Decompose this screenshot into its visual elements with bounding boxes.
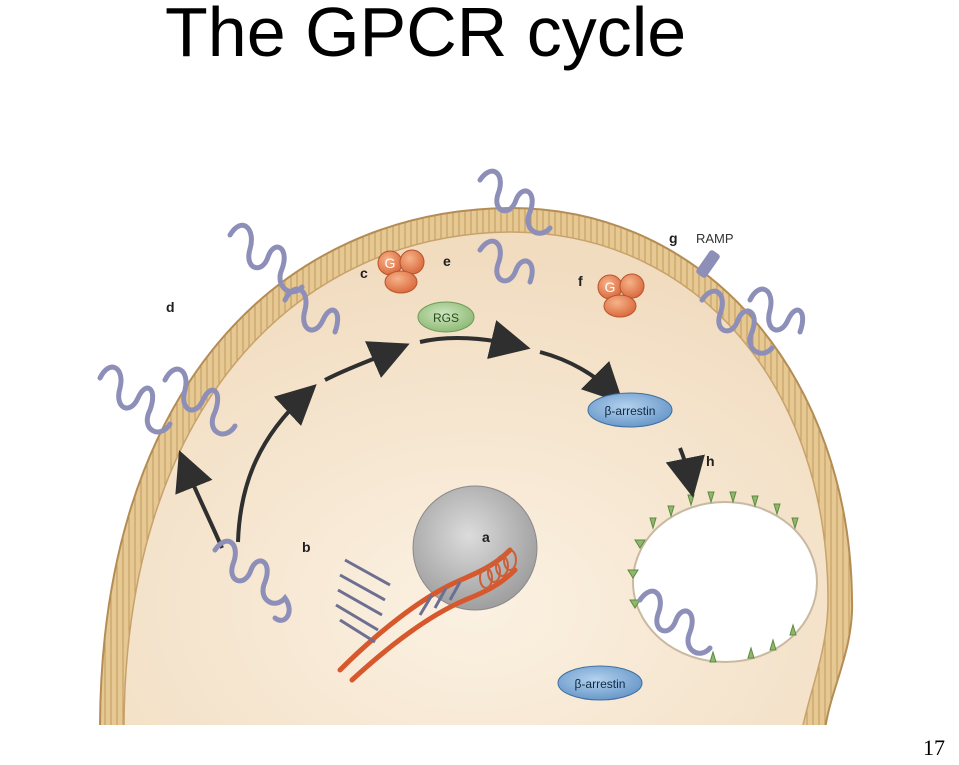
slide-number: 17: [923, 735, 945, 760]
beta-arrestin-upper-label: β-arrestin: [605, 404, 656, 418]
gpcr-receptors: [97, 168, 806, 656]
vesicle-receptors: [627, 491, 799, 663]
slide-title: The GPCR cycle: [165, 0, 687, 71]
g-protein-f: G: [597, 273, 645, 318]
beta-arrestin-lower-label: β-arrestin: [575, 677, 626, 691]
dna-base-pairs: [335, 558, 462, 644]
g-protein-c: G: [377, 249, 425, 294]
gpcr-cycle-diagram: G G RGS β-arrestin β-arrestin a b c d e …: [90, 130, 890, 731]
endocytic-vesicle: [632, 501, 818, 663]
rgs-label: RGS: [433, 311, 459, 325]
panel-label-a: a: [482, 529, 490, 545]
cycle-arrows: [175, 320, 705, 549]
panel-label-d: d: [166, 299, 175, 315]
g-protein-f-label: G: [605, 279, 616, 295]
g-protein-c-label: G: [385, 255, 396, 271]
nucleus: [412, 485, 538, 611]
ramp-protein: [696, 250, 720, 278]
panel-label-g: g: [669, 230, 678, 246]
panel-label-h: h: [706, 453, 715, 469]
panel-label-c: c: [360, 265, 368, 281]
panel-label-e: e: [443, 253, 451, 269]
beta-arrestin-lower: β-arrestin: [557, 665, 643, 701]
chromatin-coil: [479, 549, 517, 589]
rgs-protein: RGS: [417, 301, 475, 333]
panel-label-b: b: [302, 539, 311, 555]
beta-arrestin-upper: β-arrestin: [587, 392, 673, 428]
ramp-label: RAMP: [696, 231, 734, 246]
panel-label-f: f: [578, 273, 583, 289]
